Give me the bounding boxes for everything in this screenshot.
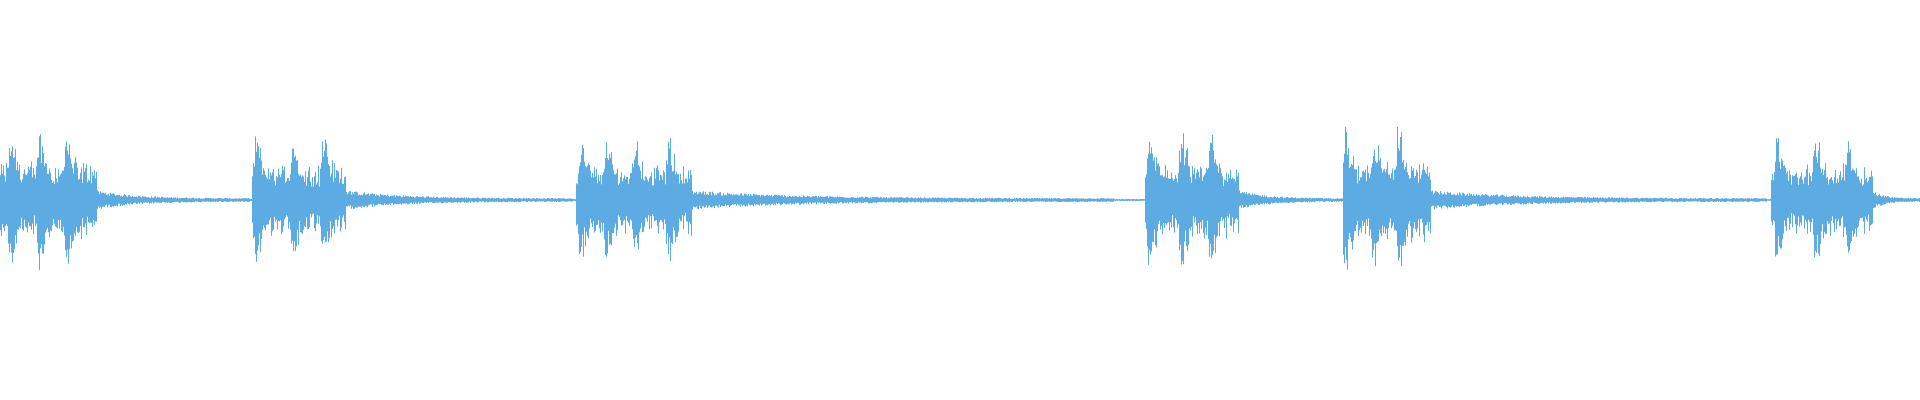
- waveform-signal: [0, 127, 1920, 271]
- waveform-samples: [0, 127, 1920, 271]
